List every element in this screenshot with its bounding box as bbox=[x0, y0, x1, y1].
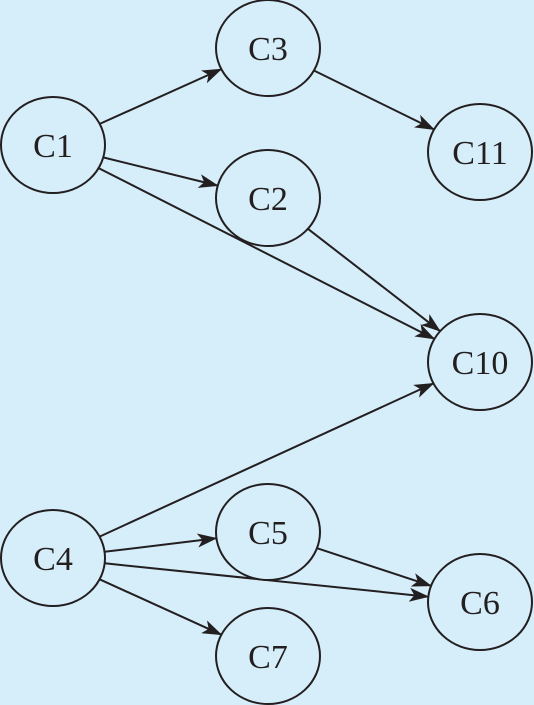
node-label: C10 bbox=[452, 345, 509, 382]
edge-c4-to-c7 bbox=[99, 578, 223, 636]
edge-c4-to-c10 bbox=[99, 382, 435, 538]
edge-c1-to-c2 bbox=[102, 156, 219, 188]
node-c7: C7 bbox=[215, 607, 321, 705]
edges-layer bbox=[98, 68, 441, 636]
edge-c5-to-c6 bbox=[316, 547, 432, 587]
edge-c2-to-c10 bbox=[307, 228, 441, 332]
node-c4: C4 bbox=[0, 509, 106, 607]
node-label: C7 bbox=[248, 639, 288, 676]
node-circle bbox=[215, 607, 321, 705]
node-c11: C11 bbox=[427, 103, 533, 201]
node-c3: C3 bbox=[215, 0, 321, 97]
node-label: C5 bbox=[248, 515, 288, 552]
node-circle bbox=[0, 96, 106, 194]
edge-c1-to-c3 bbox=[99, 68, 223, 125]
node-circle bbox=[427, 313, 533, 411]
node-c5: C5 bbox=[215, 483, 321, 581]
node-label: C6 bbox=[460, 585, 500, 622]
edge-c1-to-c10 bbox=[98, 167, 436, 340]
node-circle bbox=[215, 149, 321, 247]
node-label: C4 bbox=[33, 541, 73, 578]
node-circle bbox=[427, 103, 533, 201]
edge-c3-to-c11 bbox=[313, 69, 435, 131]
node-label: C11 bbox=[452, 135, 507, 172]
edge-c4-to-c5 bbox=[104, 533, 218, 553]
node-label: C2 bbox=[248, 181, 288, 218]
node-label: C1 bbox=[33, 128, 73, 165]
node-circle bbox=[427, 553, 533, 651]
node-c6: C6 bbox=[427, 553, 533, 651]
node-circle bbox=[215, 483, 321, 581]
node-c1: C1 bbox=[0, 96, 106, 194]
node-c2: C2 bbox=[215, 149, 321, 247]
node-circle bbox=[0, 509, 106, 607]
node-circle bbox=[215, 0, 321, 97]
node-label: C3 bbox=[248, 31, 288, 68]
node-c10: C10 bbox=[427, 313, 533, 411]
